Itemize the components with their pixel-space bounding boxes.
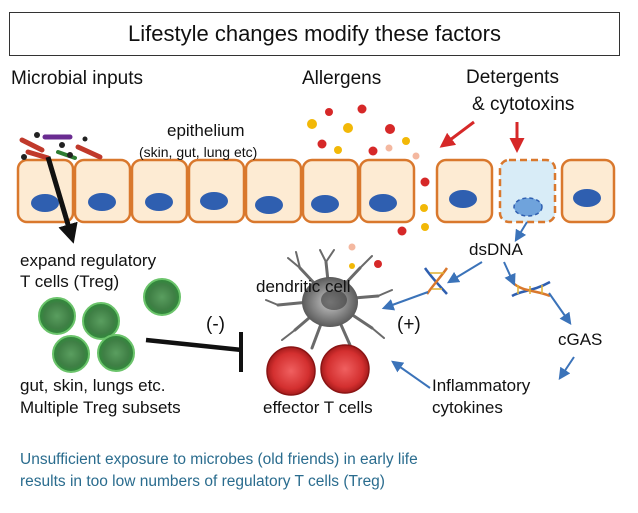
epithelial-cell	[358, 158, 416, 224]
dendritic-cell-label: dendritic cell	[256, 277, 351, 296]
effector-t-cell	[266, 346, 316, 396]
effector-t-cell	[320, 344, 370, 394]
epithelial-cell	[187, 158, 246, 224]
epithelium-layer	[16, 158, 616, 224]
detergents-label-line2: & cytotoxins	[472, 94, 575, 115]
dna-icon	[511, 280, 551, 298]
detergents-label-line1: Detergents	[466, 67, 559, 88]
cytokines-to-dendritic-arrow	[391, 360, 431, 389]
treg-cell	[38, 297, 76, 335]
epithelial-cell	[16, 158, 75, 224]
cgas-label: cGAS	[558, 330, 603, 349]
nucleus	[200, 192, 228, 210]
dsdna-label: dsDNA	[469, 240, 523, 259]
nucleus	[145, 193, 173, 211]
treg-sites-label-line1: gut, skin, lungs etc.	[20, 376, 166, 395]
inhibition-sign: (-)	[206, 314, 225, 335]
dna-to-dendritic-arrow	[381, 291, 429, 311]
nucleus	[573, 189, 601, 207]
treg-cell	[52, 335, 90, 373]
expand-treg-label-line2: T cells (Treg)	[20, 272, 120, 291]
nucleus	[449, 190, 477, 208]
epithelium-label: epithelium	[167, 121, 245, 140]
nucleus	[31, 194, 59, 212]
damaged-nucleus	[513, 197, 543, 217]
dsdna-arrow-left	[446, 261, 483, 284]
effector-t-cells	[266, 344, 370, 396]
expand-treg-label-line1: expand regulatory	[20, 251, 157, 270]
treg-cells	[38, 278, 181, 373]
caption-line2: results in too low numbers of regulatory…	[20, 473, 385, 490]
epithelium-sites-label: (skin, gut, lung etc)	[139, 144, 258, 160]
cell-to-dsdna-arrow	[514, 221, 528, 243]
epithelial-cell	[301, 158, 360, 224]
microbial-inputs-label: Microbial inputs	[11, 68, 143, 89]
nucleus	[311, 195, 339, 213]
dna-icon	[423, 267, 449, 295]
dna-to-cgas-arrow	[548, 292, 572, 325]
treg-cell	[143, 278, 181, 316]
detergent-arrow	[439, 120, 475, 148]
activation-sign: (+)	[397, 314, 421, 335]
nucleus	[255, 196, 283, 214]
epithelial-cell	[73, 158, 132, 224]
dendritic-cell-icon	[265, 249, 393, 350]
nucleus	[88, 193, 116, 211]
effector-t-cells-label: effector T cells	[263, 398, 373, 417]
inflammatory-label-line1: Inflammatory	[432, 376, 531, 395]
treg-sites-label-line2: Multiple Treg subsets	[20, 398, 181, 417]
caption: Unsufficient exposure to microbes (old f…	[20, 449, 620, 493]
title-text: Lifestyle changes modify these factors	[128, 21, 501, 46]
nucleus	[369, 194, 397, 212]
treg-cell	[82, 302, 120, 340]
caption-line1: Unsufficient exposure to microbes (old f…	[20, 451, 418, 468]
epithelial-cell	[130, 158, 189, 224]
cgas-to-cytokines-arrow	[558, 356, 575, 380]
title-banner: Lifestyle changes modify these factors	[9, 12, 620, 56]
allergens-label: Allergens	[302, 68, 382, 89]
inflammatory-label-line2: cytokines	[432, 398, 503, 417]
dsdna-arrow-right	[503, 261, 516, 287]
microbe-to-treg-arrow	[45, 156, 78, 244]
treg-cell	[97, 334, 135, 372]
inhibition-line	[145, 337, 243, 353]
allergen-particles	[307, 104, 430, 269]
microbes-icon	[19, 132, 103, 161]
